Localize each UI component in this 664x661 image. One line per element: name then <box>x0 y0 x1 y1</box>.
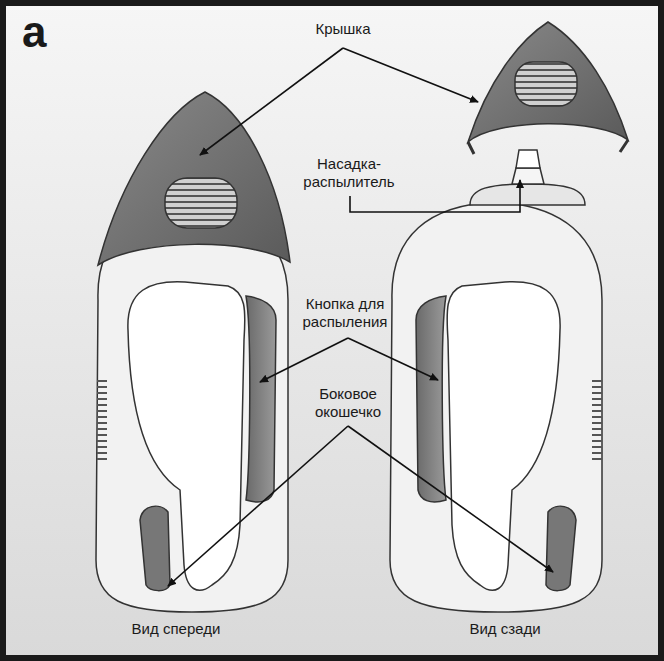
part-label: Насадка- распылитель <box>289 155 409 191</box>
panel-letter: а <box>22 10 72 54</box>
view-caption: Вид спереди <box>106 620 246 638</box>
part-label: Кнопка для распыления <box>285 295 405 331</box>
part-label: Боковое окошечко <box>298 385 398 421</box>
view-caption: Вид сзади <box>435 620 575 638</box>
part-label: Крышка <box>288 20 398 38</box>
